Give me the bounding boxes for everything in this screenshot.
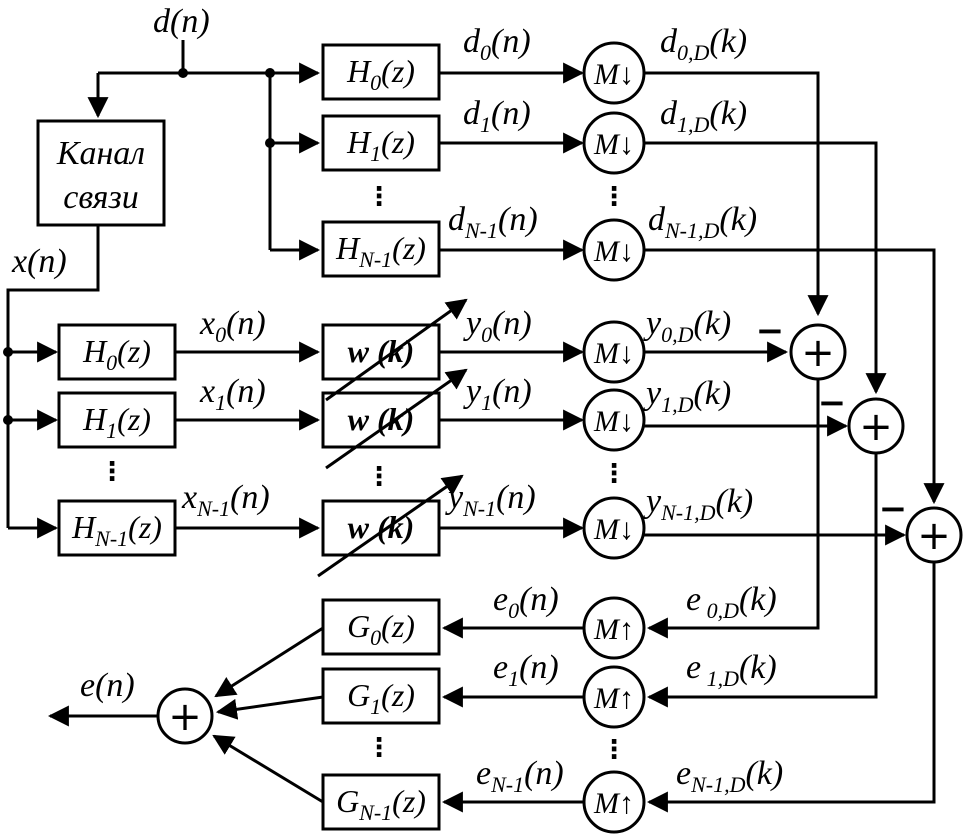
top-out-wire-n: [644, 248, 945, 505]
top-filter-0: [321, 43, 441, 101]
en-label: eN-1(n): [476, 755, 564, 797]
top-decimator-ellipsis: ⋮: [601, 182, 627, 212]
d0-label: d0(n): [463, 23, 531, 65]
channel-output-wire: [6, 225, 100, 528]
top-filter-n: [321, 220, 441, 278]
dn-label: dN-1(n): [448, 201, 538, 243]
top-decimator-0-label: M↓: [593, 58, 634, 91]
interpolator-n-label: M↑: [593, 787, 634, 820]
error-wire-0: [646, 379, 820, 639]
mid-decimator-n-label: M↓: [593, 513, 634, 546]
d1-label: d1(n): [463, 95, 531, 137]
adaptive-filter-0-label: w (k): [348, 333, 415, 369]
mid-decimator-n: [582, 496, 646, 560]
x0-label: x0(n): [199, 305, 266, 347]
top-out-wire-0: [644, 71, 829, 317]
sum-junction-n-minus: −: [879, 489, 908, 529]
synth-wire-n: [212, 734, 324, 804]
synth-filter-1: [321, 667, 441, 725]
mid-filter-0: [57, 323, 177, 381]
synth-filter-n-label: GN-1(z): [336, 783, 426, 825]
output-sum-symbol: +: [168, 694, 202, 740]
top-filter-1-label: H1(z): [346, 124, 415, 166]
sum-junction-1-symbol: +: [859, 404, 893, 450]
synth-filter-1-label: G1(z): [347, 677, 415, 719]
interpolator-0-label: M↑: [593, 613, 634, 646]
sum-junction-0-symbol: +: [801, 330, 835, 376]
mid-decimator-ellipsis: ⋮: [601, 459, 627, 489]
mid-decimator-1-label: M↓: [593, 405, 634, 438]
interpolator-ellipsis: ⋮: [601, 735, 627, 765]
top-filter-0-label: H0(z): [346, 53, 415, 95]
mid-decimator-0-label: M↓: [593, 337, 634, 370]
adapt-arrow-1: [325, 368, 468, 470]
dnD-label: dN-1,D(k): [648, 201, 757, 243]
channel-label-2: связи: [63, 179, 138, 216]
sum-junction-0-minus: −: [756, 311, 785, 351]
channel-label-1: Канал: [56, 135, 145, 172]
sum-junction-1-minus: −: [818, 383, 847, 423]
synth-filter-0: [321, 598, 441, 656]
synth-wire-0: [214, 626, 324, 698]
xn-label: xN-1(n): [181, 479, 270, 521]
y1D-label: y1,D(k): [643, 375, 731, 417]
top-filter-ellipsis: ⋮: [366, 182, 392, 212]
adaptive-filter-ellipsis: ⋮: [366, 462, 392, 492]
top-filter-1: [321, 114, 441, 172]
adaptive-filter-n: [321, 499, 441, 557]
synth-filter-n: [321, 773, 441, 831]
e0D-label: e 0,D(k): [686, 581, 777, 623]
top-out-wire-1: [644, 141, 887, 395]
d-label: d(n): [153, 3, 210, 40]
error-wire-n: [646, 562, 936, 813]
error-wire-1: [646, 453, 878, 708]
sum-junction-n-symbol: +: [917, 513, 951, 559]
e-label: e(n): [80, 667, 135, 704]
top-filter-n-label: HN-1(z): [335, 230, 426, 272]
e1-label: e1(n): [493, 649, 559, 691]
e0-label: e0(n): [493, 581, 559, 623]
mid-filter-ellipsis: ⋮: [99, 457, 125, 487]
mid-filter-0-label: H0(z): [82, 333, 151, 375]
top-split-node-2: [265, 138, 275, 148]
mid-filter-1-label: H1(z): [82, 401, 151, 443]
y1-label: y1(n): [463, 373, 532, 415]
adaptive-filter-1-label: w (k): [348, 401, 415, 437]
interpolator-1-label: M↑: [593, 682, 634, 715]
channel-box: [36, 119, 166, 227]
synth-wire-1: [215, 695, 324, 720]
ynD-label: yN-1,D(k): [643, 483, 753, 525]
y0D-label: y0,D(k): [643, 305, 731, 347]
adapt-arrow-0: [325, 298, 468, 402]
adapt-arrow-n: [317, 474, 464, 578]
synth-filter-0-label: G0(z): [347, 608, 415, 650]
yn-label: yN-1(n): [445, 479, 536, 521]
e1D-label: e 1,D(k): [686, 649, 777, 691]
synth-filter-ellipsis: ⋮: [366, 733, 392, 763]
y0-label: y0(n): [463, 305, 532, 347]
d1D-label: d1,D(k): [660, 95, 747, 137]
mid-filter-1: [57, 391, 177, 449]
top-decimator-n-label: M↓: [593, 235, 634, 268]
x1-label: x1(n): [199, 373, 266, 415]
d0D-label: d0,D(k): [660, 23, 747, 65]
top-decimator-1-label: M↓: [593, 128, 634, 161]
x-label: x(n): [11, 243, 67, 280]
mid-decimator-1: [582, 388, 646, 452]
enD-label: eN-1,D(k): [676, 755, 783, 797]
